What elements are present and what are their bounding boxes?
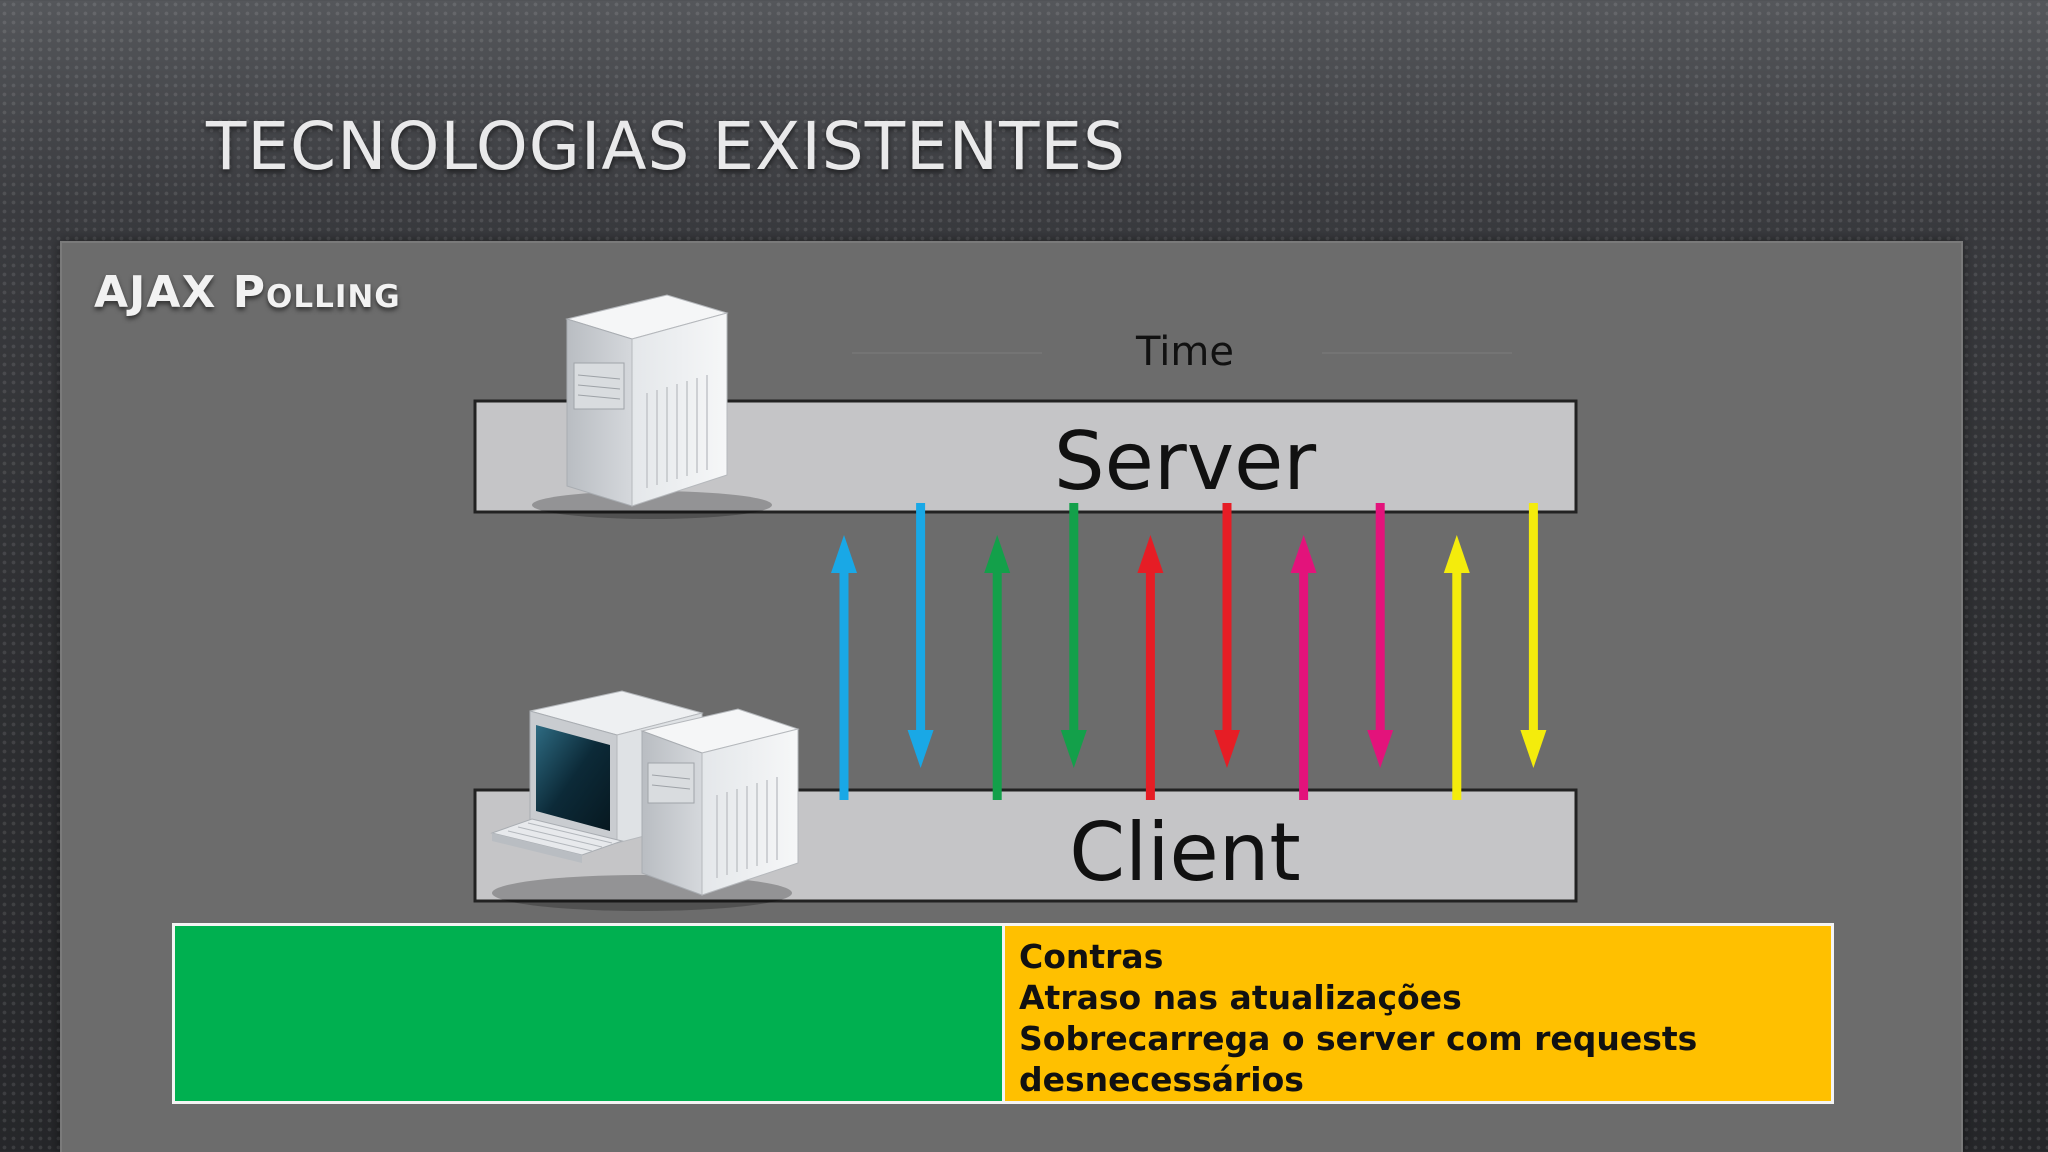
arrow-up [984, 535, 1011, 800]
slide-title: TECNOLOGIAS EXISTENTES [206, 108, 1126, 185]
arrow-down [1520, 503, 1547, 768]
arrow-head [1520, 730, 1547, 768]
arrow-up [1290, 535, 1317, 800]
cons-item: Atraso nas atualizações [1019, 978, 1462, 1017]
arrow-down [1214, 503, 1240, 768]
time-label: Time [1135, 329, 1234, 375]
request-response-arrows [831, 503, 1547, 800]
desktop-computer-icon [490, 690, 800, 911]
cons-item: desnecessários [1019, 1060, 1304, 1099]
arrow-head [1214, 730, 1240, 768]
arrow-up [1443, 535, 1470, 800]
time-axis: Time [852, 329, 1512, 375]
arrow-head [1290, 535, 1317, 573]
arrow-down [907, 503, 934, 768]
client-label: Client [1069, 806, 1301, 899]
arrow-down [1367, 503, 1394, 768]
pros-cell [175, 926, 1005, 1101]
section-subtitle: AJAX Polling [94, 267, 401, 318]
cons-item: Sobrecarrega o server com requests [1019, 1019, 1698, 1058]
arrow-head [831, 535, 857, 573]
arrow-head [984, 535, 1011, 573]
arrow-head [1060, 730, 1087, 768]
arrow-head [1443, 535, 1470, 573]
arrow-head [1137, 535, 1164, 573]
arrow-up [831, 535, 857, 800]
arrow-head [907, 730, 934, 768]
server-tower-icon [532, 294, 772, 519]
pros-cons-table: Contras Atraso nas atualizações Sobrecar… [172, 923, 1834, 1104]
arrow-head [1367, 730, 1394, 768]
cons-cell: Contras Atraso nas atualizações Sobrecar… [1005, 926, 1831, 1101]
content-panel: AJAX Polling Time Server [60, 241, 1963, 1152]
arrow-up [1137, 535, 1164, 800]
polling-diagram: Time Server Client [473, 294, 1578, 911]
server-label: Server [1054, 415, 1316, 508]
cons-heading: Contras [1019, 937, 1164, 976]
arrow-down [1060, 503, 1087, 768]
